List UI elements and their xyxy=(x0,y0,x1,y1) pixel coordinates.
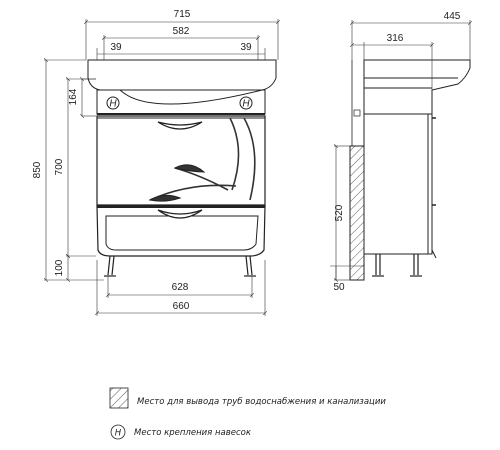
side-cabinet xyxy=(363,113,433,255)
dim-side-depth-inner: 316 xyxy=(387,33,404,44)
lower-drawer-handle xyxy=(157,209,203,219)
dim-right-offset: 39 xyxy=(240,42,252,53)
dim-pipe-zone-bottom: 50 xyxy=(333,282,345,293)
dim-body-width: 660 xyxy=(173,301,190,312)
mount-marker-right-label: H xyxy=(242,99,250,110)
pipe-zone-hatch xyxy=(349,145,365,281)
side-dimensions xyxy=(330,20,470,280)
legend: Место для вывода труб водоснабжения и ка… xyxy=(109,387,386,440)
upper-drawer-handle xyxy=(157,121,203,130)
legend-mount-symbol: H xyxy=(115,429,122,439)
dim-left-offset: 39 xyxy=(110,42,122,53)
dim-base-width: 628 xyxy=(172,282,189,293)
front-view: H H xyxy=(87,59,277,277)
countertop xyxy=(87,59,277,91)
front-dimensions xyxy=(44,19,278,316)
cabinet-body xyxy=(96,115,266,206)
front-legs xyxy=(104,255,256,277)
dim-side-depth-total: 445 xyxy=(444,11,461,22)
side-countertop xyxy=(363,59,471,115)
side-legs xyxy=(372,254,422,277)
dim-inner-width: 582 xyxy=(173,26,190,37)
mount-marker-left xyxy=(106,96,120,110)
dim-total-height: 850 xyxy=(32,161,43,178)
dim-pipe-zone-height: 520 xyxy=(334,204,345,221)
dim-leg-height: 100 xyxy=(54,259,65,276)
legend-hatch-swatch xyxy=(109,387,129,409)
dim-overall-width: 715 xyxy=(174,9,191,20)
legend-mount-icon xyxy=(110,424,126,440)
legend-mount-text: Место крепления навесок xyxy=(134,428,252,438)
mount-marker-left-label: H xyxy=(109,99,117,110)
mount-marker-right xyxy=(239,96,253,110)
side-view xyxy=(349,59,471,281)
leaf-decor xyxy=(149,117,256,201)
dim-body-height: 700 xyxy=(54,158,65,175)
sink-bowl-curve xyxy=(119,89,263,105)
legend-pipes-text: Место для вывода труб водоснабжения и ка… xyxy=(137,397,386,407)
lower-drawer-inner xyxy=(105,215,259,251)
dim-top-height: 164 xyxy=(68,88,79,105)
